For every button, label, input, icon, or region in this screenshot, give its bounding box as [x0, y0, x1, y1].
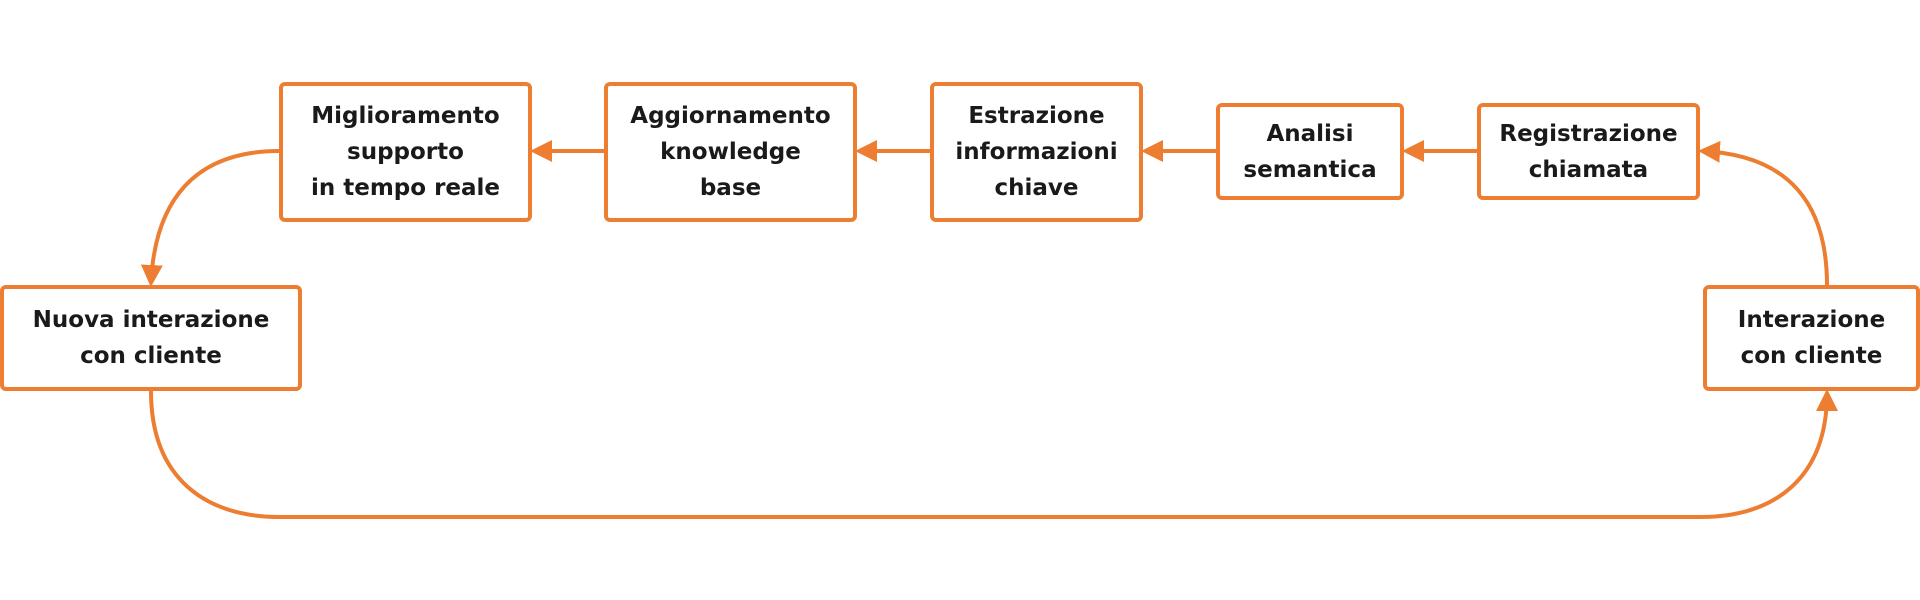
node-registrazione-chiamata: Registrazione chiamata	[1477, 103, 1700, 200]
node-label: Analisi semantica	[1243, 120, 1377, 183]
arrow-miglioramento-to-nuova-interazione	[140, 149, 280, 287]
node-label: Aggiornamento knowledge base	[630, 103, 831, 201]
node-analisi-semantica: Analisi semantica	[1216, 103, 1404, 200]
node-label: Nuova interazione con cliente	[32, 307, 270, 369]
node-aggiornamento-knowledge-base: Aggiornamento knowledge base	[604, 82, 857, 222]
node-interazione-cliente: Interazione con cliente	[1703, 285, 1920, 391]
arrow-nuova-interazione-to-interazione	[149, 389, 1838, 519]
node-label: Registrazione chiamata	[1499, 120, 1678, 183]
node-estrazione-informazioni: Estrazione informazioni chiave	[930, 82, 1143, 222]
node-label: Interazione con cliente	[1737, 307, 1886, 369]
node-label: Estrazione informazioni chiave	[955, 103, 1118, 201]
arrow-interazione-to-registrazione	[1698, 140, 1829, 286]
node-label: Miglioramento supporto in tempo reale	[310, 103, 501, 201]
node-nuova-interazione: Nuova interazione con cliente	[0, 285, 302, 391]
node-miglioramento-supporto: Miglioramento supporto in tempo reale	[279, 82, 532, 222]
